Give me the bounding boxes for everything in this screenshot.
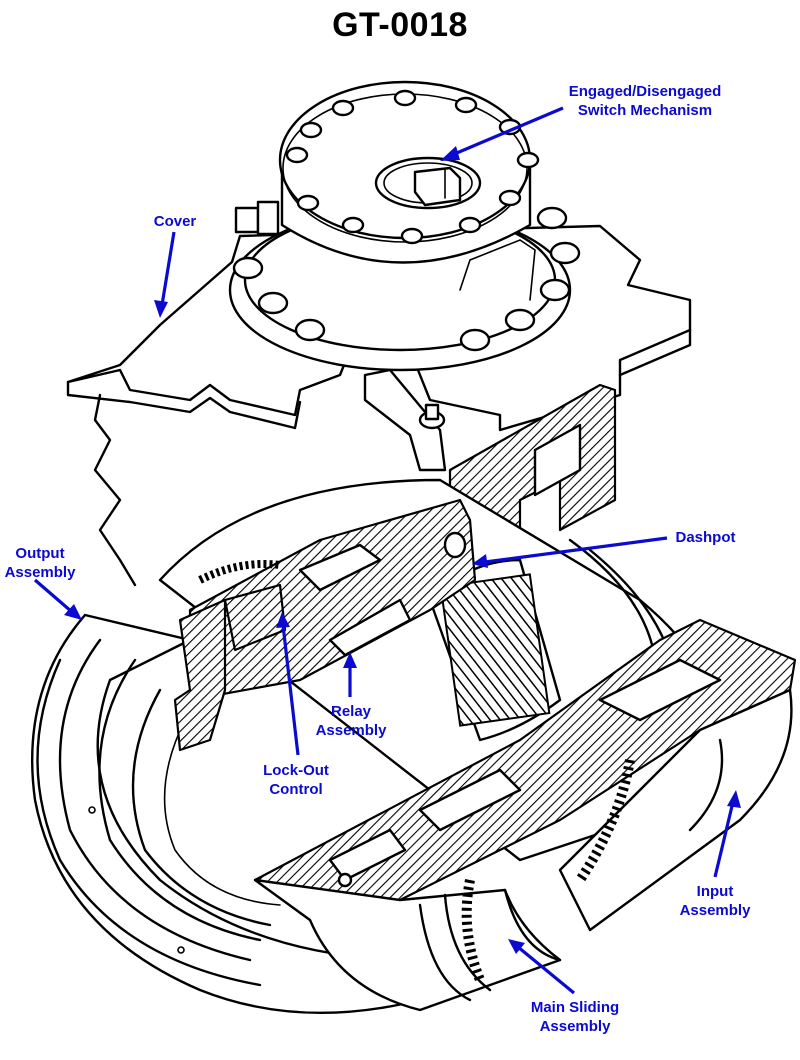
main-sliding-rings xyxy=(253,878,562,1012)
top-bolts xyxy=(285,89,540,245)
label-input-assembly-line2: Assembly xyxy=(679,902,751,919)
label-output-assembly: Output Assembly xyxy=(0,544,80,582)
lower-section-band xyxy=(253,618,797,922)
label-lockout-control: Lock-Out Control xyxy=(252,761,340,799)
label-switch-mechanism: Engaged/Disengaged Switch Mechanism xyxy=(555,82,735,120)
label-lockout-control-line2: Control xyxy=(269,781,323,798)
label-relay-assembly-line1: Relay xyxy=(330,703,372,720)
label-dashpot-line1: Dashpot xyxy=(675,529,736,546)
output-flange-section xyxy=(173,583,287,752)
label-input-assembly-line1: Input xyxy=(696,883,734,900)
output-assembly-ring xyxy=(31,613,422,1015)
label-switch-mechanism-line2: Switch Mechanism xyxy=(577,102,713,119)
label-lockout-control-line1: Lock-Out xyxy=(263,762,329,779)
label-cover: Cover xyxy=(145,212,205,231)
label-cover-line1: Cover xyxy=(153,213,197,230)
label-relay-assembly: Relay Assembly xyxy=(306,702,396,740)
label-output-assembly-line2: Assembly xyxy=(4,564,76,581)
label-dashpot: Dashpot xyxy=(668,528,743,547)
input-assembly xyxy=(558,688,793,932)
label-input-assembly: Input Assembly xyxy=(670,882,760,920)
upper-section-band xyxy=(188,498,477,702)
label-output-assembly-line1: Output xyxy=(15,545,65,562)
callout-arrows xyxy=(33,106,741,995)
bellows xyxy=(428,558,562,742)
label-main-sliding-assembly: Main Sliding Assembly xyxy=(520,998,630,1036)
diagram-title: GT-0018 xyxy=(332,6,468,44)
flange-bolts xyxy=(232,206,581,352)
label-main-sliding-assembly-line1: Main Sliding xyxy=(530,999,620,1016)
lever-arm xyxy=(363,368,447,472)
label-relay-assembly-line2: Assembly xyxy=(315,722,387,739)
label-switch-mechanism-line1: Engaged/Disengaged xyxy=(568,83,722,100)
output-gear-teeth xyxy=(198,560,281,584)
label-main-sliding-assembly-line2: Assembly xyxy=(539,1018,611,1035)
